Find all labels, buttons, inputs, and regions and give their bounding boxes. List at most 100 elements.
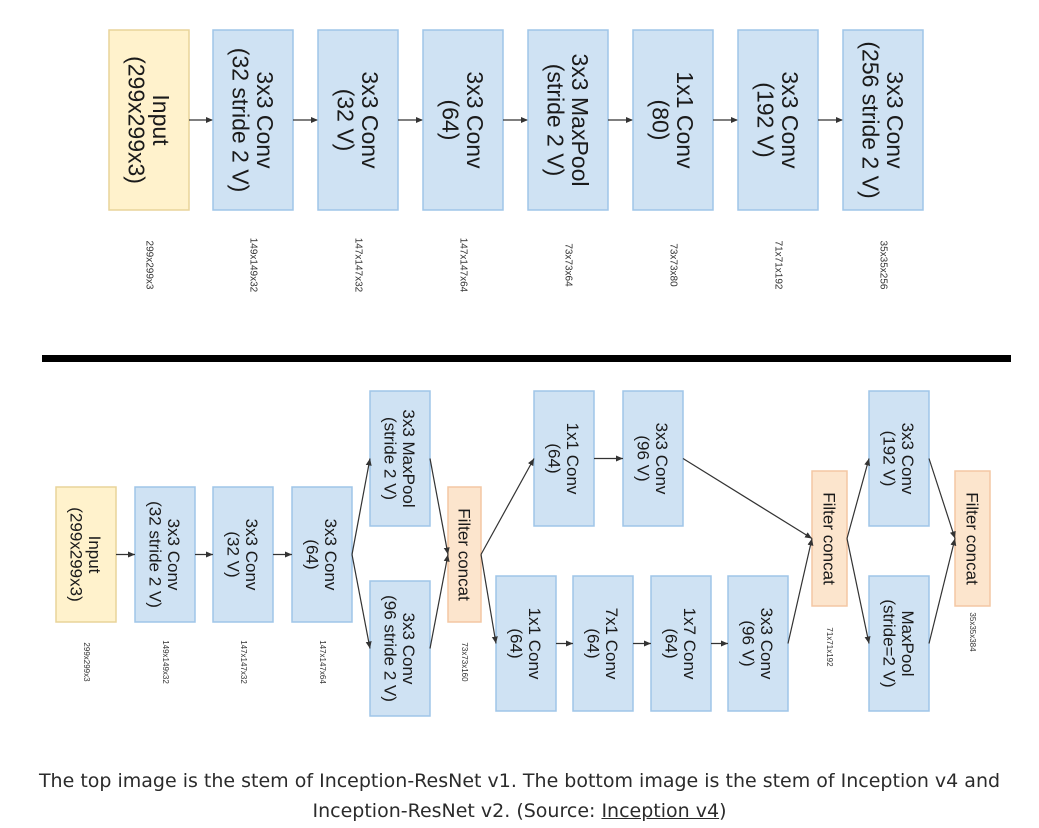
conv-64-block-label-line: 3x3 Conv bbox=[321, 519, 340, 591]
branch-b-3x3-conv-block-label-line: 3x3 Conv bbox=[757, 608, 776, 680]
branch-b-1x7-conv-block-label: 1x7 Conv(64) bbox=[662, 608, 699, 680]
top-block-3 bbox=[317, 29, 399, 211]
top-block-1 bbox=[108, 29, 190, 211]
conv-64-block-label: 3x3 Conv(64) bbox=[303, 519, 340, 591]
conv-32v-block-label-line: (32 V) bbox=[224, 531, 243, 577]
figure-caption: The top image is the stem of Inception-R… bbox=[20, 766, 1019, 826]
branch-b-1x7-conv-block-label-line: (64) bbox=[662, 628, 681, 658]
branch-a-1x1-conv-block-label-line: 1x1 Conv bbox=[563, 423, 582, 495]
caption-text: The top image is the stem of Inception-R… bbox=[38, 770, 1001, 822]
bottom-arrow-16 bbox=[846, 458, 871, 539]
top-dim-label-4: 147x147x64 bbox=[457, 238, 468, 293]
conv-32-stride2-block-label: 3x3 Conv(32 stride 2 V) bbox=[146, 501, 183, 608]
top-block-2-label-line: (32 stride 2 V) bbox=[227, 48, 253, 192]
input-block-label: Input(299x299x3) bbox=[67, 507, 104, 602]
branch-b-1x1-conv-block-label-line: (64) bbox=[507, 628, 526, 658]
top-block-7-label-line: 3x3 Conv bbox=[777, 71, 803, 169]
input-block-label-line: (299x299x3) bbox=[67, 507, 86, 602]
maxpool-stride2v-block-label: MaxPool(stride=2 V) bbox=[880, 599, 917, 687]
section-divider bbox=[42, 355, 1011, 362]
maxpool-stride2v-block-label-line: (stride=2 V) bbox=[880, 599, 899, 687]
bottom-arrow-19 bbox=[928, 538, 957, 644]
branch-b-1x1-conv-block-label-line: 1x1 Conv bbox=[525, 608, 544, 680]
conv-32v-block bbox=[212, 486, 274, 623]
conv-64-block bbox=[291, 486, 353, 623]
filter-concat-block-3 bbox=[954, 470, 991, 607]
top-block-7 bbox=[737, 29, 819, 211]
conv-32v-block-label-line: 3x3 Conv bbox=[242, 519, 261, 591]
top-dim-label-8: 35x35x256 bbox=[877, 241, 888, 290]
input-block-label-line: Input bbox=[85, 536, 104, 574]
bottom-arrow-4 bbox=[351, 458, 372, 555]
filter-concat-block-2-label-line: Filter concat bbox=[819, 492, 838, 585]
branch-b-7x1-conv-block-label-line: 7x1 Conv bbox=[602, 608, 621, 680]
conv-96-stride2-block-label-line: 3x3 Conv bbox=[399, 613, 418, 685]
branch-a-3x3-conv-block-label: 3x3 Conv(96 V) bbox=[634, 423, 671, 495]
top-block-2-label-line: 3x3 Conv bbox=[252, 71, 278, 169]
top-block-8 bbox=[842, 29, 924, 211]
top-block-6 bbox=[632, 29, 714, 211]
top-block-5-label-line: 3x3 MaxPool bbox=[567, 54, 593, 187]
branch-a-1x1-conv-block-label-line: (64) bbox=[545, 443, 564, 473]
branch-a-1x1-conv-block bbox=[533, 390, 595, 527]
top-dim-label-5: 73x73x64 bbox=[562, 243, 573, 287]
top-block-3-label-line: 3x3 Conv bbox=[357, 71, 383, 169]
branch-b-3x3-conv-block-label-line: (96 V) bbox=[739, 620, 758, 666]
branch-b-7x1-conv-block-label: 7x1 Conv(64) bbox=[584, 608, 621, 680]
maxpool-stride2-block-label-line: (stride 2 V) bbox=[381, 417, 400, 500]
top-dim-label-7: 71x71x192 bbox=[772, 241, 783, 290]
bottom-arrow-17 bbox=[846, 538, 871, 644]
filter-concat-block-1-label-line: Filter concat bbox=[454, 508, 473, 601]
top-block-7-label: 3x3 Conv(192 V) bbox=[752, 71, 803, 169]
top-block-2 bbox=[212, 29, 294, 211]
top-block-2-label: 3x3 Conv(32 stride 2 V) bbox=[227, 48, 278, 192]
top-block-6-label-line: (80) bbox=[647, 100, 673, 141]
bottom-arrow-5 bbox=[351, 554, 372, 649]
top-block-4 bbox=[422, 29, 504, 211]
bottom-dim-label-6: 71x71x192 bbox=[825, 627, 834, 667]
conv-192v-block-label: 3x3 Conv(192 V) bbox=[880, 423, 917, 495]
top-block-5-label: 3x3 MaxPool(stride 2 V) bbox=[542, 54, 593, 187]
top-block-5-label-line: (stride 2 V) bbox=[542, 64, 568, 176]
top-block-8-label-line: (256 stride 2 V) bbox=[857, 41, 883, 198]
conv-32-stride2-block-label-line: (32 stride 2 V) bbox=[146, 501, 165, 608]
filter-concat-block-1-label: Filter concat bbox=[454, 508, 473, 601]
branch-b-7x1-conv-block bbox=[572, 575, 634, 712]
top-dim-label-1: 299x299x3 bbox=[143, 241, 154, 290]
top-block-8-label-line: 3x3 Conv bbox=[882, 71, 908, 169]
maxpool-stride2-block-label-line: 3x3 MaxPool bbox=[399, 409, 418, 507]
conv-192v-block-label-line: 3x3 Conv bbox=[898, 423, 917, 495]
top-block-4-label-line: 3x3 Conv bbox=[462, 71, 488, 169]
branch-b-3x3-conv-block-label: 3x3 Conv(96 V) bbox=[739, 608, 776, 680]
top-block-5 bbox=[527, 29, 609, 211]
filter-concat-block-2-label: Filter concat bbox=[819, 492, 838, 585]
top-block-7-label-line: (192 V) bbox=[752, 82, 778, 157]
conv-96-stride2-block-label: 3x3 Conv(96 stride 2 V) bbox=[381, 595, 418, 702]
top-block-1-label-line: (299x299x3) bbox=[123, 56, 149, 184]
top-dim-label-3: 147x147x32 bbox=[352, 238, 363, 293]
bottom-dim-label-3: 147x147x32 bbox=[239, 640, 248, 684]
bottom-dim-label-4: 147x147x64 bbox=[318, 640, 327, 684]
bottom-dim-label-2: 149x149x32 bbox=[161, 640, 170, 684]
bottom-dim-label-5: 73x73x160 bbox=[460, 642, 469, 682]
branch-a-3x3-conv-block-label-line: 3x3 Conv bbox=[652, 423, 671, 495]
bottom-stem-diagram: Input(299x299x3)3x3 Conv(32 stride 2 V)3… bbox=[55, 390, 991, 717]
conv-64-block-label-line: (64) bbox=[303, 539, 322, 569]
branch-a-1x1-conv-block-label: 1x1 Conv(64) bbox=[545, 423, 582, 495]
source-link[interactable]: Inception v4 bbox=[601, 800, 720, 822]
bottom-arrow-8 bbox=[480, 458, 535, 555]
conv-32v-block-label: 3x3 Conv(32 V) bbox=[224, 519, 261, 591]
conv-96-stride2-block bbox=[369, 580, 431, 717]
top-block-4-label: 3x3 Conv(64) bbox=[437, 71, 488, 169]
bottom-arrow-6 bbox=[429, 458, 450, 555]
bottom-arrow-18 bbox=[928, 458, 956, 539]
conv-192v-block bbox=[868, 390, 930, 527]
top-dim-label-6: 73x73x80 bbox=[667, 243, 678, 287]
bottom-dim-label-7: 35x35x384 bbox=[968, 612, 977, 652]
branch-b-1x7-conv-block-label-line: 1x7 Conv bbox=[680, 608, 699, 680]
branch-a-3x3-conv-block bbox=[622, 390, 684, 527]
conv-192v-block-label-line: (192 V) bbox=[880, 431, 899, 487]
input-block bbox=[55, 486, 117, 623]
branch-a-3x3-conv-block-label-line: (96 V) bbox=[634, 435, 653, 481]
